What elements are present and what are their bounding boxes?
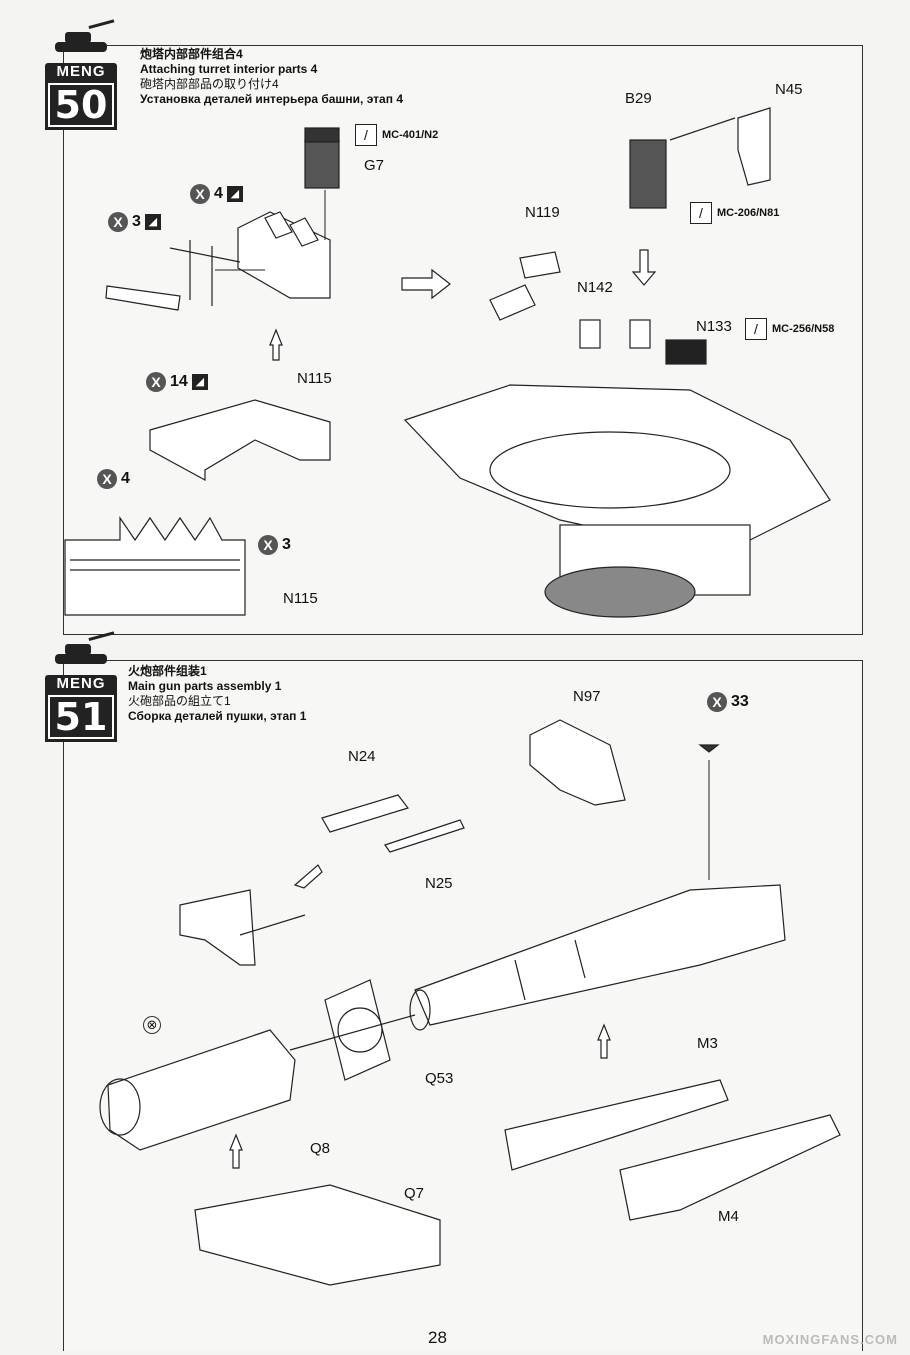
- part-label-n115: N115: [297, 370, 332, 387]
- part-label-g7: G7: [364, 157, 385, 174]
- part-label-n133: N133: [696, 318, 732, 335]
- quantity-marker: X 4 ◢: [190, 184, 243, 204]
- multiply-icon: X: [97, 469, 117, 489]
- quantity-marker: X 4: [97, 469, 130, 489]
- brush-icon: /: [690, 202, 712, 224]
- paint-callout: / MC-401/N2: [355, 124, 438, 146]
- quantity-marker: X 33: [707, 692, 749, 712]
- title-cn: 火炮部件组装1: [128, 664, 207, 678]
- part-label-q53: Q53: [425, 1070, 454, 1087]
- title-en: Main gun parts assembly 1: [128, 679, 282, 693]
- step-number: 50: [45, 80, 117, 130]
- watermark: MOXINGFANS.COM: [762, 1332, 898, 1347]
- step-51-titles: 火炮部件组装1 Main gun parts assembly 1 火砲部品の組…: [128, 664, 306, 724]
- page-number: 28: [428, 1328, 447, 1347]
- tank-icon: [55, 631, 115, 664]
- multiply-icon: X: [707, 692, 727, 712]
- part-label-n115: N115: [283, 590, 318, 607]
- glue-icon: ◢: [144, 214, 161, 230]
- part-label-q8: Q8: [310, 1140, 331, 1157]
- brand-logo: MENG: [45, 63, 117, 80]
- brand-logo: MENG: [45, 675, 117, 692]
- title-ru: Сборка деталей пушки, этап 1: [128, 709, 307, 723]
- quantity-marker: X 3 ◢: [108, 212, 161, 232]
- brush-icon: /: [745, 318, 767, 340]
- part-label-n24: N24: [348, 748, 376, 765]
- title-jp: 砲塔内部部品の取り付け4: [140, 77, 279, 91]
- part-label-n97: N97: [573, 688, 601, 705]
- title-en: Attaching turret interior parts 4: [140, 62, 318, 76]
- paint-callout: / MC-206/N81: [690, 202, 779, 224]
- multiply-icon: X: [108, 212, 128, 232]
- multiply-icon: X: [258, 535, 278, 555]
- paint-callout: / MC-256/N58: [745, 318, 834, 340]
- part-label-q7: Q7: [404, 1185, 425, 1202]
- step-50-titles: 炮塔内部部件组合4 Attaching turret interior part…: [140, 47, 403, 107]
- tank-icon: [55, 19, 115, 52]
- multiply-icon: X: [190, 184, 210, 204]
- quantity-marker: X 3: [258, 535, 291, 555]
- glue-icon: ◢: [226, 186, 243, 202]
- brush-icon: /: [355, 124, 377, 146]
- no-glue-icon: ⊗: [143, 1016, 161, 1034]
- step-51-badge: MENG 51: [45, 630, 117, 742]
- part-label-b29: B29: [625, 90, 652, 107]
- part-label-n25: N25: [425, 875, 453, 892]
- part-label-n45: N45: [775, 81, 803, 98]
- title-cn: 炮塔内部部件组合4: [140, 47, 243, 61]
- part-label-m4: M4: [718, 1208, 739, 1225]
- step-50-badge: MENG 50: [45, 18, 117, 130]
- step-number: 51: [45, 692, 117, 742]
- title-ru: Установка деталей интерьера башни, этап …: [140, 92, 403, 106]
- part-label-n142: N142: [577, 279, 613, 296]
- title-jp: 火砲部品の組立て1: [128, 694, 231, 708]
- part-label-m3: M3: [697, 1035, 718, 1052]
- glue-icon: ◢: [191, 374, 208, 390]
- part-label-n119: N119: [525, 204, 560, 221]
- multiply-icon: X: [146, 372, 166, 392]
- quantity-marker: X 14 ◢: [146, 372, 208, 392]
